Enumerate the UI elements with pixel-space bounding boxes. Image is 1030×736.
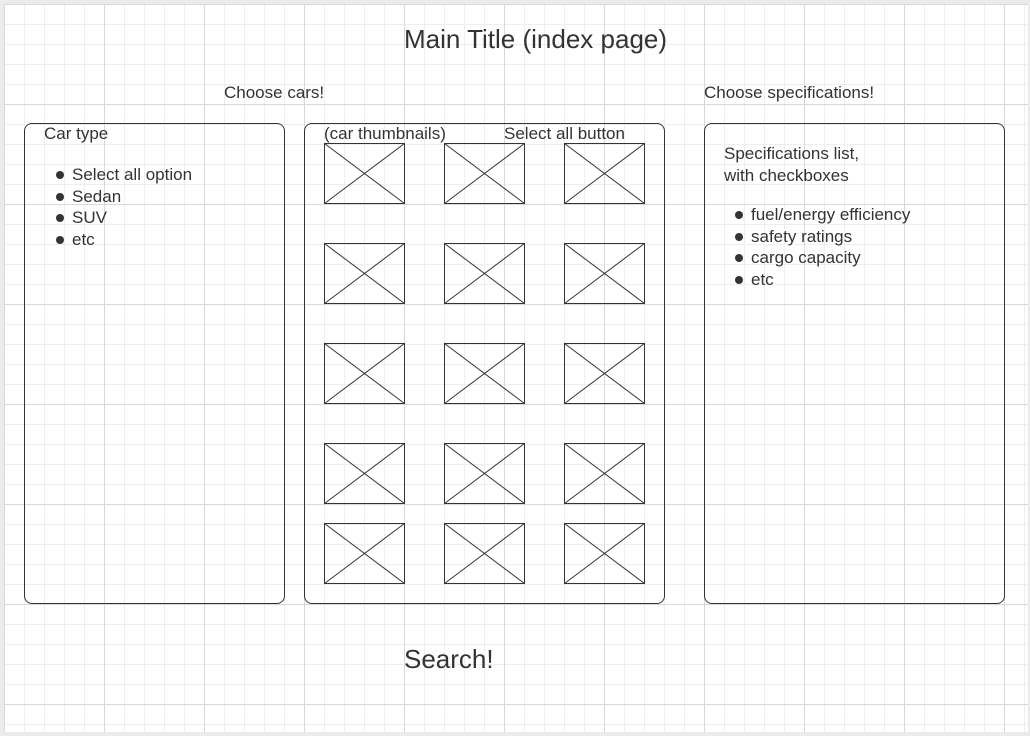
car-thumbnails-panel: (car thumbnails) Select all button bbox=[304, 123, 665, 604]
spec-item-fuel-efficiency[interactable]: fuel/energy efficiency bbox=[735, 204, 910, 226]
specifications-description-line1: Specifications list, bbox=[724, 144, 860, 163]
car-type-list: Select all option Sedan SUV etc bbox=[56, 164, 192, 250]
image-placeholder-icon bbox=[444, 343, 525, 404]
car-type-option-sedan[interactable]: Sedan bbox=[56, 186, 192, 208]
car-type-option-etc[interactable]: etc bbox=[56, 229, 192, 251]
image-placeholder-icon bbox=[324, 343, 405, 404]
image-placeholder-icon bbox=[324, 243, 405, 304]
image-placeholder-icon bbox=[444, 243, 525, 304]
car-thumbnail[interactable] bbox=[444, 443, 525, 504]
car-type-option-select-all[interactable]: Select all option bbox=[56, 164, 192, 186]
image-placeholder-icon bbox=[444, 443, 525, 504]
image-placeholder-icon bbox=[444, 143, 525, 204]
spec-item-safety-ratings[interactable]: safety ratings bbox=[735, 226, 910, 248]
car-thumbnail[interactable] bbox=[564, 523, 645, 584]
spec-item-cargo-capacity[interactable]: cargo capacity bbox=[735, 247, 910, 269]
choose-cars-heading: Choose cars! bbox=[224, 83, 325, 102]
car-thumbnail[interactable] bbox=[444, 343, 525, 404]
car-thumbnail[interactable] bbox=[324, 143, 405, 204]
choose-specifications-heading: Choose specifications! bbox=[704, 83, 875, 102]
car-thumbnail[interactable] bbox=[444, 523, 525, 584]
car-thumbnail[interactable] bbox=[324, 243, 405, 304]
image-placeholder-icon bbox=[564, 343, 645, 404]
image-placeholder-icon bbox=[564, 243, 645, 304]
car-thumbnail[interactable] bbox=[444, 243, 525, 304]
specifications-description-line2: with checkboxes bbox=[724, 166, 849, 185]
spec-item-etc[interactable]: etc bbox=[735, 269, 910, 291]
car-thumbnail[interactable] bbox=[324, 343, 405, 404]
car-type-option-suv[interactable]: SUV bbox=[56, 207, 192, 229]
car-type-panel: Car type Select all option Sedan SUV etc bbox=[24, 123, 285, 604]
image-placeholder-icon bbox=[564, 443, 645, 504]
car-thumbnail[interactable] bbox=[564, 243, 645, 304]
image-placeholder-icon bbox=[564, 523, 645, 584]
car-thumbnail[interactable] bbox=[564, 443, 645, 504]
image-placeholder-icon bbox=[324, 143, 405, 204]
image-placeholder-icon bbox=[324, 443, 405, 504]
specifications-panel: Specifications list, with checkboxes fue… bbox=[704, 123, 1005, 604]
image-placeholder-icon bbox=[324, 523, 405, 584]
image-placeholder-icon bbox=[564, 143, 645, 204]
car-thumbnail[interactable] bbox=[564, 343, 645, 404]
select-all-button[interactable]: Select all button bbox=[504, 124, 625, 143]
specifications-list: fuel/energy efficiency safety ratings ca… bbox=[735, 204, 910, 290]
car-thumbnail[interactable] bbox=[324, 523, 405, 584]
car-type-label: Car type bbox=[44, 124, 109, 143]
wireframe-canvas: Main Title (index page) Choose cars! Cho… bbox=[4, 4, 1028, 732]
car-thumbnail[interactable] bbox=[324, 443, 405, 504]
search-button[interactable]: Search! bbox=[404, 644, 494, 674]
car-thumbnails-label: (car thumbnails) bbox=[324, 124, 446, 143]
page-title: Main Title (index page) bbox=[404, 24, 668, 54]
car-thumbnail[interactable] bbox=[564, 143, 645, 204]
specifications-description: Specifications list, with checkboxes bbox=[724, 143, 859, 187]
image-placeholder-icon bbox=[444, 523, 525, 584]
car-thumbnail[interactable] bbox=[444, 143, 525, 204]
